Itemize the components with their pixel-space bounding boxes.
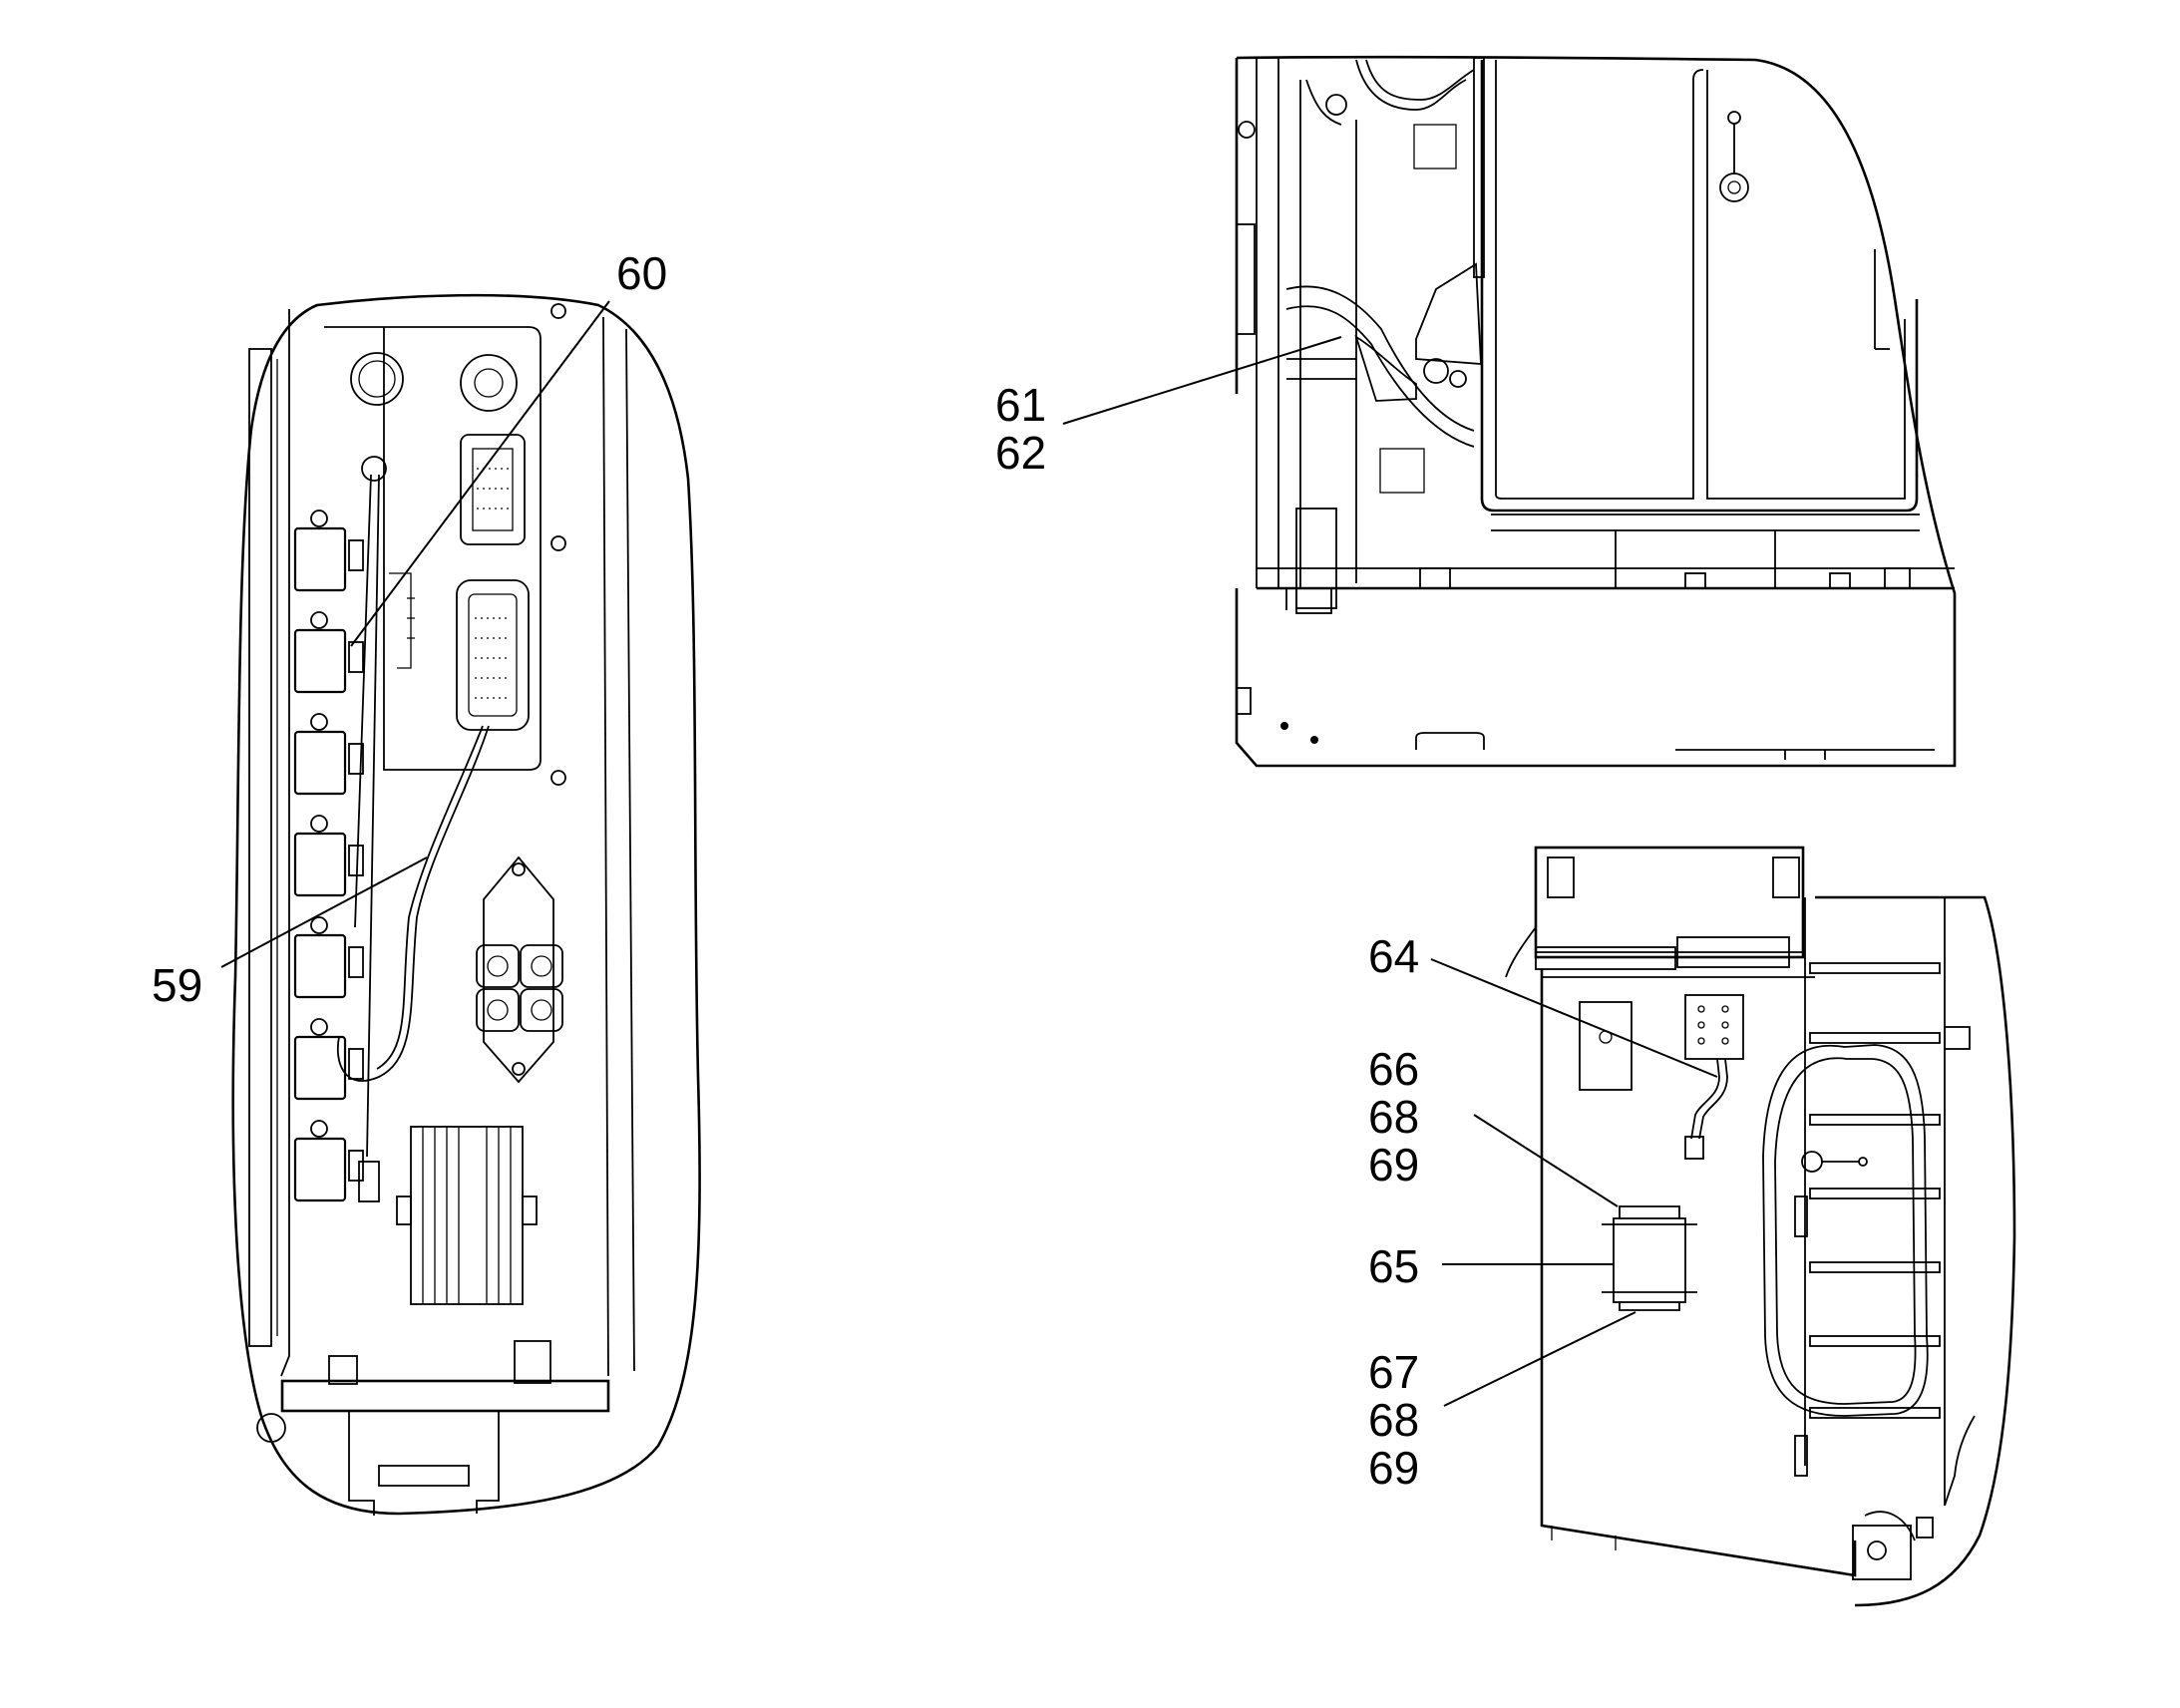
- upper-right-view: [1235, 55, 1957, 768]
- callout-61: 61: [995, 379, 1046, 431]
- callout-68a: 68: [1368, 1091, 1419, 1143]
- callout-65: 65: [1368, 1240, 1419, 1292]
- callout-64: 64: [1368, 930, 1419, 982]
- callouts: 60 59 61 62 64 66 68 69 65 67 68 69: [152, 247, 1419, 1494]
- callout-69a: 69: [1368, 1139, 1419, 1191]
- junction-box-holes: [1697, 1005, 1729, 1045]
- ladder-rungs: [1809, 962, 1941, 1419]
- callout-69b: 69: [1368, 1442, 1419, 1494]
- leader-lines: [220, 300, 1718, 1407]
- callout-59: 59: [152, 959, 202, 1011]
- connector-pins: [475, 468, 511, 699]
- callout-60: 60: [616, 247, 667, 299]
- callout-62: 62: [995, 427, 1046, 479]
- left-panel-view: [231, 293, 701, 1516]
- callout-67: 67: [1368, 1346, 1419, 1398]
- lower-right-view: [1505, 846, 2016, 1607]
- relay-column: [293, 510, 364, 1202]
- callout-68b: 68: [1368, 1394, 1419, 1446]
- callout-66: 66: [1368, 1043, 1419, 1095]
